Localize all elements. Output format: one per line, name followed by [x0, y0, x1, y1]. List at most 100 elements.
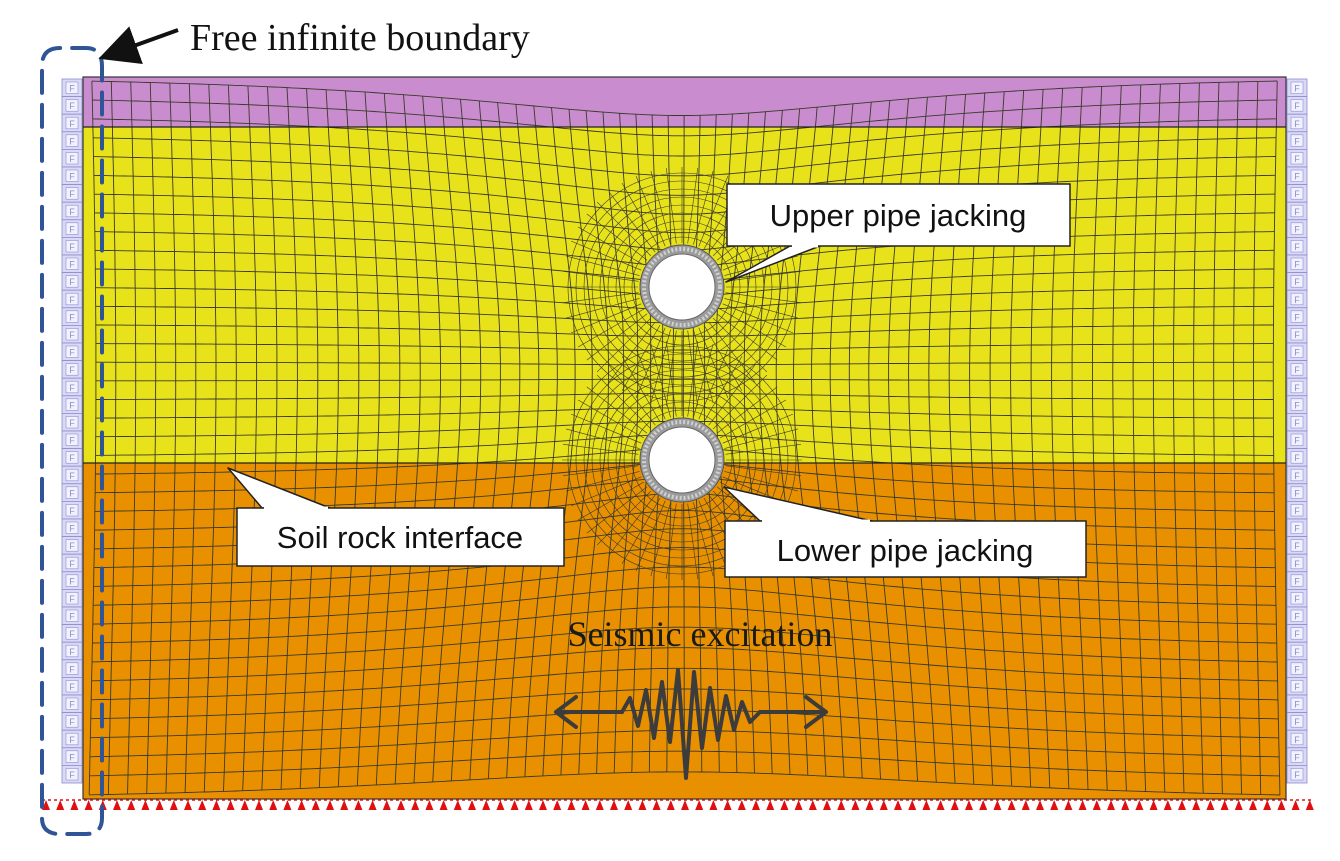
infinite-element-marker [1290, 750, 1304, 763]
infinite-element-marker [1290, 222, 1304, 235]
mesh-line [95, 343, 1274, 351]
infinite-element-marker [1290, 116, 1304, 130]
red-triangle-icon [212, 800, 221, 810]
infinite-element-label: F [1294, 664, 1300, 674]
infinite-element-marker [65, 380, 79, 394]
mesh-ring [631, 409, 733, 511]
infinite-element-label: F [1294, 488, 1300, 498]
infinite-element-label: F [1294, 365, 1300, 375]
red-triangle-icon [255, 800, 263, 810]
infinite-element-marker [65, 680, 79, 693]
infinite-element-label: F [1294, 330, 1300, 340]
free-boundary-dashed-outline [40, 46, 104, 836]
red-triangle-icon [184, 800, 192, 810]
infinite-element-label: F [69, 594, 75, 604]
mesh-line [92, 586, 1277, 625]
red-triangle-icon [397, 800, 405, 810]
red-triangle-icon [1064, 800, 1073, 810]
infinite-element-marker [65, 398, 79, 411]
infinite-element-marker [65, 134, 79, 147]
red-triangle-icon [624, 800, 633, 810]
infinite-element-label: F [69, 189, 75, 199]
infinite-element-marker [1290, 768, 1304, 781]
red-triangle-icon [127, 800, 136, 810]
red-triangle-icon [553, 800, 562, 810]
infinite-element-marker [1290, 556, 1304, 570]
infinite-element-marker [1290, 539, 1304, 552]
infinite-element-marker [65, 697, 79, 710]
infinite-element-label: F [69, 647, 75, 657]
infinite-element-marker [1290, 697, 1304, 710]
red-triangle-icon [1135, 800, 1144, 810]
infinite-element-label: F [69, 136, 75, 146]
infinite-element-label: F [69, 629, 75, 639]
infinite-element-marker [1290, 592, 1304, 605]
infinite-element-label: F [1294, 629, 1300, 639]
infinite-element-marker [1290, 134, 1304, 147]
infinite-element-marker [65, 187, 79, 200]
callout-lower-pipe: Lower pipe jacking [723, 486, 1087, 578]
red-triangle-icon [141, 800, 150, 810]
infinite-element-label: F [69, 717, 75, 727]
mesh-line [93, 174, 1276, 215]
mesh-ring [607, 385, 757, 535]
red-triangle-icon [510, 800, 519, 810]
infinite-element-marker [65, 750, 79, 763]
infinite-element-label: F [69, 559, 75, 569]
red-triangle-icon [269, 800, 278, 810]
red-triangle-icon [340, 800, 349, 810]
red-triangle-icon [950, 800, 959, 810]
infinite-element-label: F [69, 101, 75, 111]
infinite-element-marker [65, 451, 79, 464]
callout-lower-text: Lower pipe jacking [777, 533, 1034, 568]
red-triangle-icon [70, 800, 79, 810]
red-triangle-icon [681, 800, 689, 810]
callout-upper-text: Upper pipe jacking [770, 198, 1027, 233]
infinite-element-marker [65, 715, 79, 728]
infinite-element-label: F [1294, 735, 1300, 745]
infinite-element-label: F [69, 664, 75, 674]
red-triangle-icon [794, 800, 803, 810]
infinite-element-marker [65, 222, 79, 235]
red-triangle-icon [524, 800, 533, 810]
infinite-element-marker [65, 345, 79, 358]
infinite-element-label: F [69, 84, 75, 94]
right-arrow-icon [758, 695, 828, 729]
infinite-element-label: F [1294, 559, 1300, 569]
infinite-element-label: F [1294, 576, 1300, 586]
infinite-element-label: F [1294, 277, 1300, 287]
mesh-line [90, 709, 1279, 739]
infinite-element-label: F [1294, 647, 1300, 657]
infinite-element-marker [1290, 609, 1304, 622]
red-triangle-icon [1078, 800, 1087, 810]
infinite-element-marker [65, 116, 79, 130]
infinite-element-marker [1290, 662, 1304, 675]
infinite-element-label: F [1294, 700, 1300, 710]
red-triangle-icon [723, 800, 732, 810]
red-triangle-icon [496, 800, 505, 810]
infinite-element-marker [65, 310, 79, 323]
infinite-element-label: F [69, 506, 75, 516]
mesh-line [93, 547, 1276, 587]
mesh-line [92, 606, 1277, 644]
infinite-element-marker [65, 768, 79, 781]
infinite-element-label: F [69, 488, 75, 498]
red-triangle-icon [808, 800, 817, 810]
red-triangle-icon [823, 800, 831, 810]
red-triangle-icon [879, 800, 888, 810]
infinite-element-marker [65, 556, 79, 570]
red-triangle-icon [709, 800, 718, 810]
infinite-element-label: F [69, 330, 75, 340]
infinite-element-marker [65, 504, 79, 517]
infinite-element-label: F [69, 154, 75, 164]
infinite-element-label: F [1294, 101, 1300, 111]
red-triangle-icon [1220, 800, 1229, 810]
infinite-element-marker [1290, 680, 1304, 693]
red-triangle-icon [780, 800, 789, 810]
red-triangle-icon [922, 800, 931, 810]
callout-interface-text: Soil rock interface [277, 520, 523, 555]
mesh-ring [623, 401, 741, 519]
mesh-ring [591, 369, 773, 551]
